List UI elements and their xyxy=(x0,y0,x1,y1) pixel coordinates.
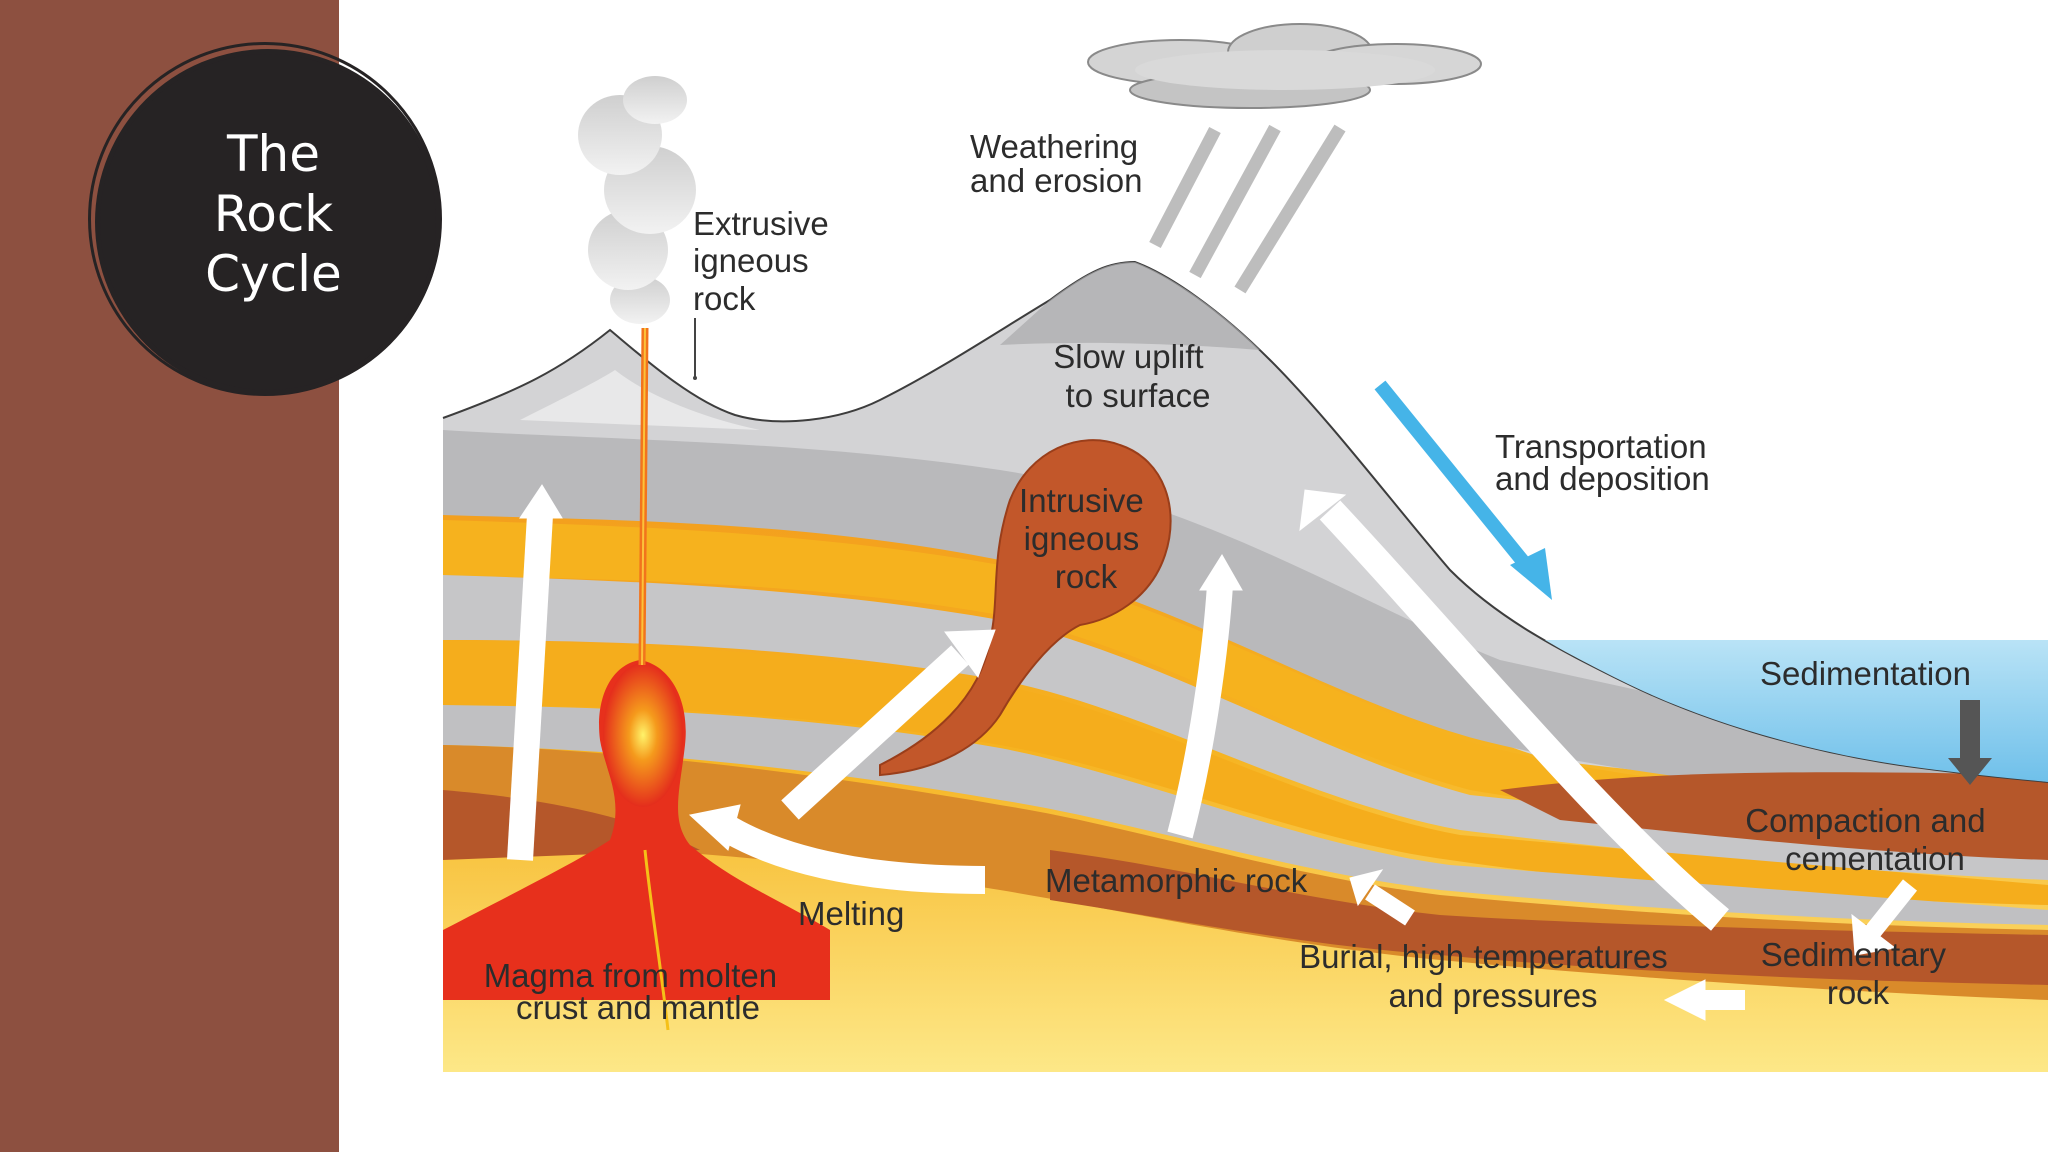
title-badge: The Rock Cycle xyxy=(88,42,448,402)
cloud-icon xyxy=(1087,23,1482,109)
label-compaction: Compaction and cementation xyxy=(1745,802,1995,877)
compaction-arrow xyxy=(1948,700,1992,785)
ocean xyxy=(1545,640,2048,782)
slide-title: The Rock Cycle xyxy=(88,124,459,304)
title-line: Cycle xyxy=(205,245,342,303)
label-melting: Melting xyxy=(798,895,904,932)
label-metamorphic: Metamorphic rock xyxy=(1045,862,1308,899)
label-sedimentary: Sedimentary rock xyxy=(1761,936,1955,1011)
title-line: Rock xyxy=(213,185,334,243)
label-uplift: Slow uplift to surface xyxy=(1053,338,1213,414)
magma-chamber xyxy=(443,660,830,1000)
title-line: The xyxy=(227,125,320,183)
label-sedimentation: Sedimentation xyxy=(1760,655,1971,692)
label-weathering: Weathering and erosion xyxy=(970,128,1147,199)
label-transportation: Transportation and deposition xyxy=(1495,428,1716,497)
transport-arrow xyxy=(1374,380,1552,600)
label-magma: Magma from molten crust and mantle xyxy=(484,957,787,1026)
title-circle xyxy=(100,54,436,390)
label-extrusive: Extrusive igneous rock xyxy=(693,205,838,317)
label-intrusive: Intrusive igneous rock xyxy=(1019,482,1153,595)
title-ring xyxy=(88,42,442,396)
label-burial: Burial, high temperatures and pressures xyxy=(1299,938,1677,1014)
volcano-smoke xyxy=(578,76,696,324)
rain-arrows xyxy=(1149,124,1346,294)
cycle-arrows xyxy=(507,484,1918,1021)
